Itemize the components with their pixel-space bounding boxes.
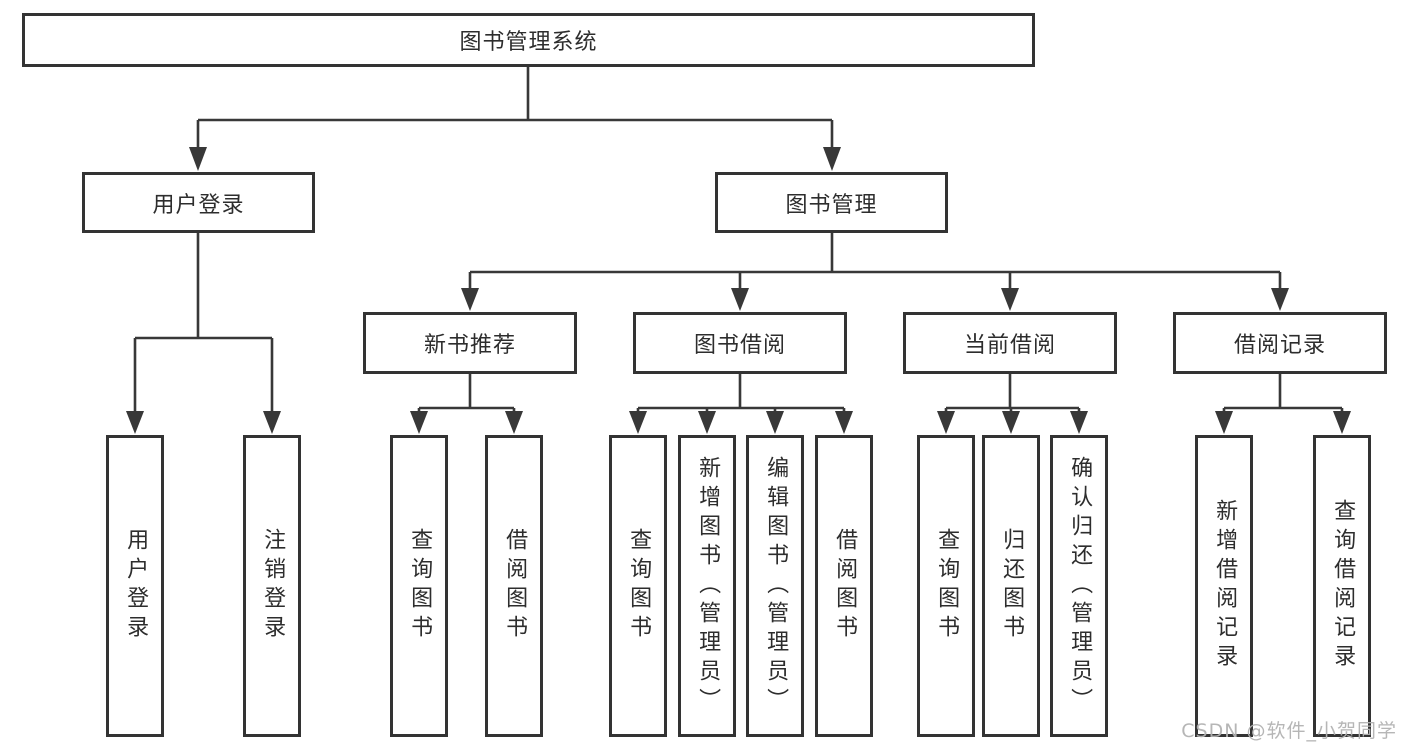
leaf-add-borrow-record: 新增借阅记录 — [1195, 435, 1253, 737]
branch-book-borrow-connector — [636, 374, 846, 413]
arrow-down-icon — [1070, 411, 1088, 434]
branch-user-login-connector — [133, 233, 274, 413]
arrow-down-icon — [1215, 411, 1233, 434]
node-book-management: 图书管理 — [715, 172, 948, 233]
leaf-query-borrow-record: 查询借阅记录 — [1313, 435, 1371, 737]
arrow-down-icon — [731, 288, 749, 311]
branch-current-borrow-connector — [944, 374, 1081, 413]
arrow-down-icon — [629, 411, 647, 434]
leaf-borrow-books-recommend: 借阅图书 — [485, 435, 543, 737]
arrow-down-icon — [189, 147, 207, 171]
arrow-down-icon — [937, 411, 955, 434]
node-root-label: 图书管理系统 — [459, 30, 598, 55]
leaf-add-book-admin-label: 新增图书（管理员） — [695, 455, 721, 717]
node-new-book-recommend: 新书推荐 — [363, 312, 577, 374]
leaf-confirm-return-admin-label: 确认归还（管理员） — [1067, 455, 1093, 717]
leaf-query-books-recommend-label: 查询图书 — [407, 528, 433, 644]
branch-book-management-connector — [468, 233, 1282, 290]
leaf-edit-book-admin-label: 编辑图书（管理员） — [763, 455, 789, 717]
leaf-logout-login: 注销登录 — [243, 435, 301, 737]
arrow-down-icon — [1002, 411, 1020, 434]
leaf-user-login: 用户登录 — [106, 435, 164, 737]
arrow-down-icon — [835, 411, 853, 434]
node-user-login: 用户登录 — [82, 172, 315, 233]
arrowheads — [126, 147, 1351, 434]
branch-root-connector — [196, 67, 834, 150]
node-root: 图书管理系统 — [22, 13, 1035, 67]
leaf-logout-login-label: 注销登录 — [260, 528, 286, 644]
arrow-down-icon — [505, 411, 523, 434]
leaf-return-books-label: 归还图书 — [999, 528, 1025, 644]
branch-borrow-records-connector — [1222, 374, 1344, 413]
node-book-management-label: 图书管理 — [785, 192, 878, 218]
leaf-query-books-borrow-label: 查询图书 — [626, 528, 652, 644]
arrow-down-icon — [1271, 288, 1289, 311]
arrow-down-icon — [698, 411, 716, 434]
leaf-query-books-current-label: 查询图书 — [934, 528, 960, 644]
leaf-confirm-return-admin: 确认归还（管理员） — [1050, 435, 1108, 737]
leaf-add-book-admin: 新增图书（管理员） — [678, 435, 736, 737]
node-current-borrow-label: 当前借阅 — [963, 333, 1056, 358]
node-user-login-label: 用户登录 — [152, 192, 245, 218]
arrow-down-icon — [263, 411, 281, 434]
leaf-edit-book-admin: 编辑图书（管理员） — [746, 435, 804, 737]
leaf-add-borrow-record-label: 新增借阅记录 — [1212, 499, 1238, 673]
node-borrow-records: 借阅记录 — [1173, 312, 1387, 374]
arrow-down-icon — [126, 411, 144, 434]
leaf-borrow-books-recommend-label: 借阅图书 — [502, 528, 528, 644]
arrow-down-icon — [766, 411, 784, 434]
node-book-borrow-label: 图书借阅 — [693, 333, 786, 358]
leaf-query-borrow-record-label: 查询借阅记录 — [1330, 499, 1356, 673]
branch-new-book-connector — [417, 374, 516, 413]
node-current-borrow: 当前借阅 — [903, 312, 1117, 374]
leaf-return-books: 归还图书 — [982, 435, 1040, 737]
node-borrow-records-label: 借阅记录 — [1233, 333, 1326, 358]
arrow-down-icon — [1333, 411, 1351, 434]
leaf-user-login-label: 用户登录 — [123, 528, 149, 644]
csdn-watermark: CSDN @软件_小贺同学 — [1181, 720, 1397, 742]
arrow-down-icon — [461, 288, 479, 311]
leaf-query-books-current: 查询图书 — [917, 435, 975, 737]
arrow-down-icon — [1001, 288, 1019, 311]
leaf-query-books-borrow: 查询图书 — [609, 435, 667, 737]
arrow-down-icon — [823, 147, 841, 171]
node-book-borrow: 图书借阅 — [633, 312, 847, 374]
leaf-borrow-books-label: 借阅图书 — [832, 528, 858, 644]
node-new-book-recommend-label: 新书推荐 — [423, 333, 516, 358]
leaf-query-books-recommend: 查询图书 — [390, 435, 448, 737]
leaf-borrow-books: 借阅图书 — [815, 435, 873, 737]
arrow-down-icon — [410, 411, 428, 434]
